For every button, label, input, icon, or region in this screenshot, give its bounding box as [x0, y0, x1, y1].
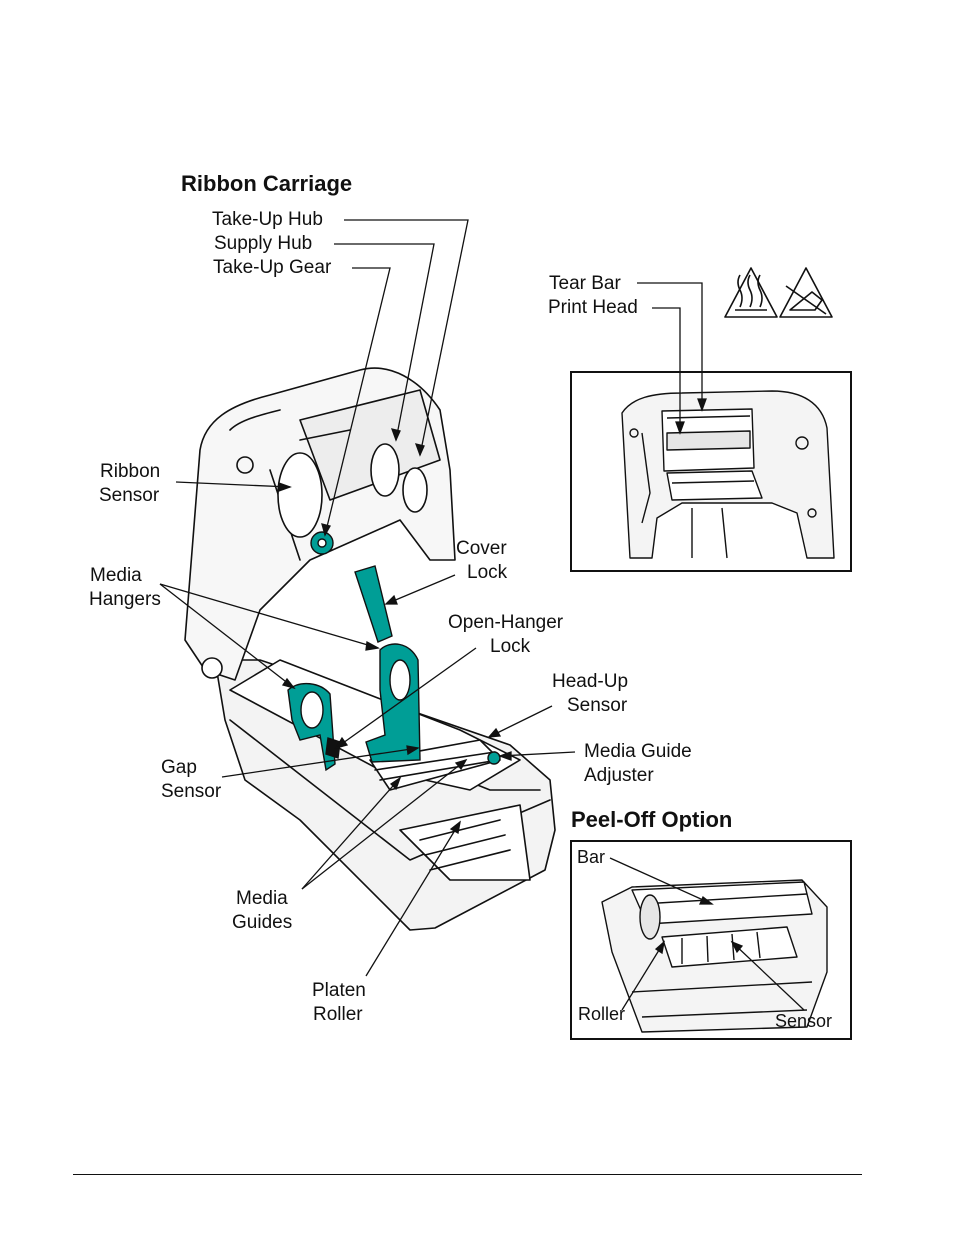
supply-hub-label: Supply Hub: [214, 232, 312, 256]
media-guides-label-line1: Media: [236, 887, 288, 911]
media-guide-adjuster-label-line1: Media Guide: [584, 740, 692, 764]
media-hangers-label-line1: Media: [90, 564, 142, 588]
open-hanger-lock-label-line2: Lock: [490, 635, 530, 659]
ribbon-sensor-label-line2: Sensor: [99, 484, 159, 508]
footer-rule: [73, 1174, 862, 1175]
media-guide-adjuster-label-line2: Adjuster: [584, 764, 654, 788]
open-hanger-lock-label-line1: Open-Hanger: [448, 611, 563, 635]
platen-roller-label-line1: Platen: [312, 979, 366, 1003]
peel-roller-label: Roller: [578, 1003, 625, 1025]
media-guide-adjuster: [488, 752, 500, 764]
print-head-label: Print Head: [548, 296, 638, 320]
gap-sensor-label-line2: Sensor: [161, 780, 221, 804]
media-hangers-label-line2: Hangers: [89, 588, 161, 612]
take-up-hub-label: Take-Up Hub: [212, 208, 323, 232]
cover-lock-label-line2: Lock: [467, 561, 507, 585]
ribbon-sensor-label-line1: Ribbon: [100, 460, 160, 484]
tear-bar-label: Tear Bar: [549, 272, 621, 296]
take-up-gear-label: Take-Up Gear: [213, 256, 331, 280]
peel-sensor-label: Sensor: [775, 1010, 832, 1032]
gap-sensor-label-line1: Gap: [161, 756, 197, 780]
platen-roller-label-line2: Roller: [313, 1003, 363, 1027]
media-guides-label-line2: Guides: [232, 911, 292, 935]
print-head-inset: [570, 371, 852, 572]
print-head-illustration: [572, 373, 850, 570]
head-up-sensor-label-line1: Head-Up: [552, 670, 628, 694]
head-up-sensor-label-line2: Sensor: [567, 694, 627, 718]
cover-lock-label-line1: Cover: [456, 537, 507, 561]
peel-bar-label: Bar: [577, 846, 605, 868]
